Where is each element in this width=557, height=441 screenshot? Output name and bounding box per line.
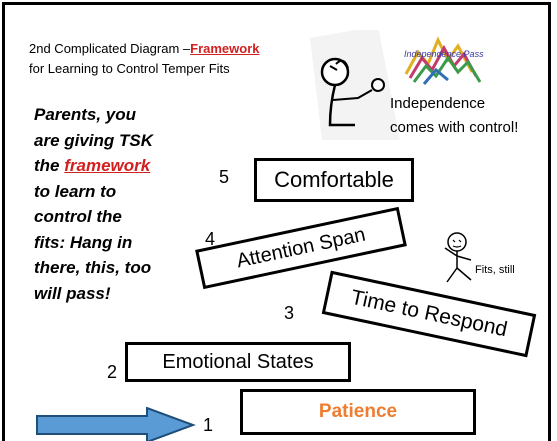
logo-mountain-green xyxy=(412,55,482,83)
step-number-5: 5 xyxy=(219,167,230,187)
title-prefix: 2nd Complicated Diagram – xyxy=(29,41,191,56)
diagram-title: 2nd Complicated Diagram –Framework xyxy=(29,41,260,56)
logo-mountain-yellow xyxy=(404,36,474,75)
logo-text: Independence Pass xyxy=(404,49,484,59)
step-number-2: 2 xyxy=(107,362,118,382)
step-number-4: 4 xyxy=(205,229,216,249)
step-box-emotional-states: Emotional States xyxy=(125,342,351,382)
step-number-3: 3 xyxy=(284,303,295,323)
parents-line-3: the framework xyxy=(34,153,194,179)
parents-line-6: fits: Hang in xyxy=(34,232,133,252)
framework-link[interactable]: Framework xyxy=(190,41,260,56)
figure-eye xyxy=(329,65,338,71)
parents-line-4: to learn to xyxy=(34,181,117,201)
right-arrow-icon xyxy=(36,407,196,441)
parents-line-2: are giving TSK xyxy=(34,130,154,150)
parents-message: Parents, you are giving TSK the framewor… xyxy=(34,102,194,306)
stick-face xyxy=(452,239,462,248)
figure-arm-raised xyxy=(335,59,349,69)
step-label-emotional-states: Emotional States xyxy=(162,350,314,373)
framework-emphasis: framework xyxy=(64,156,151,175)
parents-line-8: will pass! xyxy=(34,283,111,303)
stick-body xyxy=(444,247,472,283)
independence-caption: Independence comes with control! xyxy=(390,92,518,140)
figure-background-shape xyxy=(310,30,400,140)
parents-line-5: control the xyxy=(34,207,122,226)
step-box-patience: Patience xyxy=(240,389,476,435)
stick-figure-icon xyxy=(444,232,472,283)
figure-body xyxy=(328,84,355,127)
thinking-person-icon xyxy=(310,30,400,140)
independence-line-1: Independence xyxy=(390,95,486,112)
parents-line-3-prefix: the xyxy=(34,156,65,175)
logo-mountain-red xyxy=(408,44,478,79)
diagram-subtitle: for Learning to Control Temper Fits xyxy=(29,61,230,76)
step-label-patience: Patience xyxy=(318,401,398,422)
arrow-shape xyxy=(36,407,196,441)
parents-line-7: there, this, too xyxy=(34,258,152,277)
step-label-comfortable: Comfortable xyxy=(274,167,394,192)
independence-line-2: comes with control! xyxy=(390,119,519,136)
fits-still-caption: Fits, still xyxy=(475,264,515,276)
figure-arm xyxy=(332,89,373,101)
logo-mountain-blue xyxy=(422,67,449,85)
step-number-1: 1 xyxy=(203,415,214,435)
parents-line-1: Parents, you xyxy=(34,105,137,124)
independence-pass-logo xyxy=(404,36,482,85)
figure-foot xyxy=(371,78,385,92)
step-box-comfortable: Comfortable xyxy=(254,158,414,202)
